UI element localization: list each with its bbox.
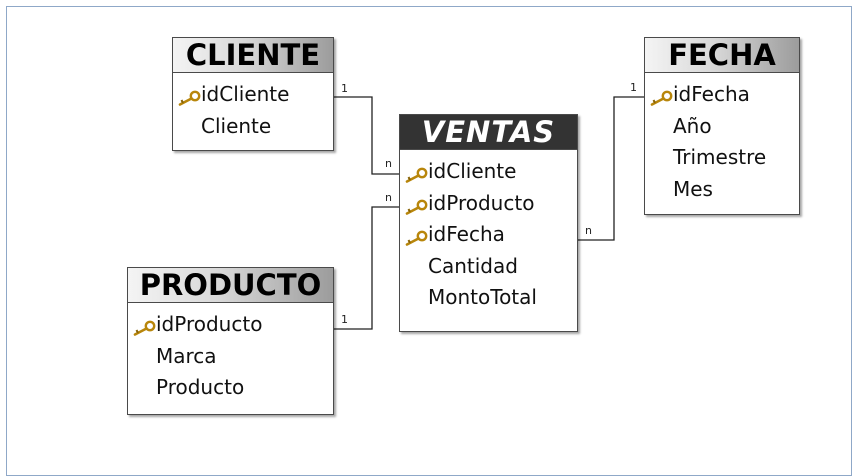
primary-key-icon xyxy=(177,85,201,106)
key-field[interactable]: idFecha xyxy=(405,219,577,251)
field-name: idFecha xyxy=(428,222,505,246)
primary-key-icon xyxy=(404,194,428,215)
field-name: Marca xyxy=(156,343,217,368)
key-field[interactable]: idCliente xyxy=(178,79,333,111)
field[interactable]: Cliente xyxy=(181,111,333,143)
key-field[interactable]: idProducto xyxy=(405,188,577,220)
cardinality-cliente-one: 1 xyxy=(341,82,348,95)
field-name: Cantidad xyxy=(428,253,518,278)
cardinality-ventas-producto-many: n xyxy=(385,191,392,204)
table-title: VENTAS xyxy=(400,115,577,150)
field-name: Cliente xyxy=(201,113,272,138)
field-name: Producto xyxy=(156,375,245,399)
field[interactable]: Mes xyxy=(653,174,799,206)
key-field[interactable]: idFecha xyxy=(650,79,799,111)
field[interactable]: Cantidad xyxy=(408,251,577,283)
link-producto-ventas xyxy=(334,206,400,330)
field-name: idCliente xyxy=(428,159,517,183)
field-name: idProducto xyxy=(428,190,535,215)
field-name: idCliente xyxy=(201,82,290,106)
link-fecha-ventas xyxy=(578,96,644,241)
field-name: idFecha xyxy=(673,82,750,106)
cardinality-producto-one: 1 xyxy=(341,313,348,326)
key-field[interactable]: idCliente xyxy=(405,156,577,188)
table-title: PRODUCTO xyxy=(128,268,333,303)
field-name: Trimestre xyxy=(673,145,767,169)
link-cliente-ventas xyxy=(334,96,400,175)
table-title: FECHA xyxy=(645,38,799,73)
table-title: CLIENTE xyxy=(173,38,333,73)
relationship-lines xyxy=(334,96,644,330)
cardinality-ventas-fecha-many: n xyxy=(585,224,592,237)
key-field[interactable]: idProducto xyxy=(133,309,333,341)
cardinality-fecha-one: 1 xyxy=(630,81,637,94)
primary-key-icon xyxy=(649,85,673,106)
field[interactable]: Año xyxy=(653,111,799,143)
field-name: Mes xyxy=(673,176,713,201)
field[interactable]: MontoTotal xyxy=(408,282,577,314)
field-name: MontoTotal xyxy=(428,285,537,309)
primary-key-icon xyxy=(404,162,428,183)
primary-key-icon xyxy=(404,225,428,246)
field-name: idProducto xyxy=(156,312,263,336)
field[interactable]: Trimestre xyxy=(653,142,799,174)
field-name: Año xyxy=(673,113,712,138)
cardinality-ventas-cliente-many: n xyxy=(385,157,392,170)
field[interactable]: Marca xyxy=(136,341,333,373)
field[interactable]: Producto xyxy=(136,372,333,404)
primary-key-icon xyxy=(132,315,156,336)
